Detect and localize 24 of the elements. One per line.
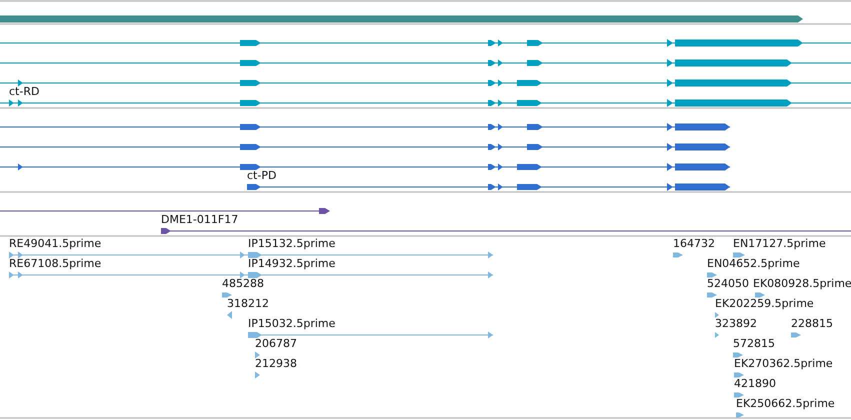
- feature-label: ct-RD: [9, 85, 40, 98]
- feature-label: EK270362.5prime: [734, 357, 833, 370]
- feature-label: 572815: [733, 337, 775, 350]
- feature-label: DME1-011F17: [161, 213, 238, 226]
- feature-label: 318212: [227, 297, 269, 310]
- feature-label: IP14932.5prime: [248, 257, 336, 270]
- feature-label: 228815: [791, 317, 833, 330]
- feature-label: 212938: [255, 357, 297, 370]
- feature-label: RE67108.5prime: [9, 257, 102, 270]
- feature-label: RE49041.5prime: [9, 237, 102, 250]
- feature-label: 164732: [673, 237, 715, 250]
- feature-label: EK080928.5prime: [753, 277, 851, 290]
- feature-label: 206787: [255, 337, 297, 350]
- feature-label: EN17127.5prime: [733, 237, 826, 250]
- feature-label: EN04652.5prime: [707, 257, 800, 270]
- feature-label: 421890: [734, 377, 776, 390]
- feature-label: IP15032.5prime: [248, 317, 336, 330]
- feature-label: ct-PD: [247, 169, 276, 182]
- feature-label: IP15132.5prime: [248, 237, 336, 250]
- feature-label: 485288: [222, 277, 264, 290]
- feature-label: EK202259.5prime: [715, 297, 814, 310]
- feature-label: 524050: [707, 277, 749, 290]
- feature-label: 323892: [715, 317, 757, 330]
- feature-label: EK250662.5prime: [736, 397, 835, 410]
